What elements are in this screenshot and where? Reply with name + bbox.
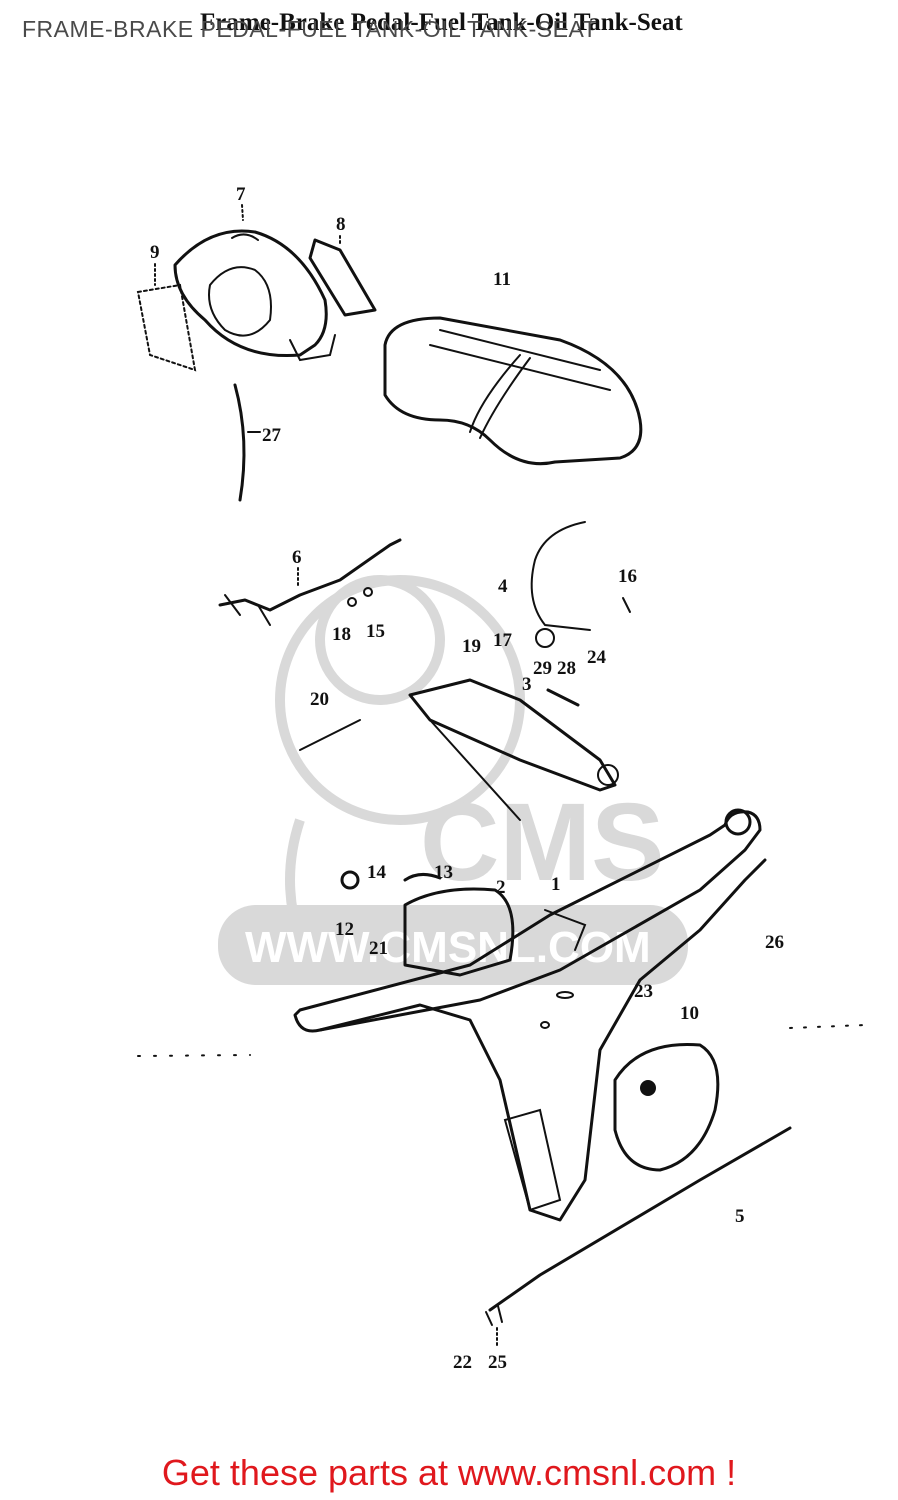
callout-13: 13 — [434, 862, 453, 883]
callout-4: 4 — [498, 576, 508, 597]
watermark-url: WWW.CMSNL.COM — [245, 923, 651, 972]
knee-grip — [308, 238, 377, 317]
leader-lines — [137, 204, 866, 1346]
callout-15: 15 — [366, 621, 385, 642]
callout-labels: 7 8 9 11 27 6 18 15 4 16 19 17 29 28 24 … — [150, 184, 784, 1373]
brake-rod — [488, 1126, 792, 1312]
callout-9: 9 — [150, 242, 160, 263]
callout-12: 12 — [335, 919, 354, 940]
page-title: FRAME-BRAKE PEDAL-FUEL TANK-OIL TANK-SEA… — [22, 16, 598, 42]
callout-26: 26 — [765, 932, 784, 953]
seat — [383, 316, 643, 466]
callout-2: 2 — [496, 877, 506, 898]
callout-25: 25 — [488, 1352, 507, 1373]
rubber-parts — [340, 870, 442, 890]
callout-6: 6 — [292, 547, 302, 568]
callout-11: 11 — [493, 269, 511, 290]
footer-cta-link[interactable]: Get these parts at www.cmsnl.com ! — [161, 1452, 737, 1493]
callout-19: 19 — [462, 636, 481, 657]
callout-5: 5 — [735, 1206, 745, 1227]
scan-title: Frame-Brake Pedal-Fuel Tank-Oil Tank-Sea… — [200, 9, 683, 36]
callout-7: 7 — [236, 184, 246, 205]
tank-emblem — [136, 283, 197, 372]
callout-24: 24 — [587, 647, 607, 668]
callout-3: 3 — [522, 674, 532, 695]
brake-pedal — [218, 538, 402, 626]
callout-17: 17 — [493, 630, 513, 651]
callout-28: 28 — [557, 658, 576, 679]
oil-tank — [613, 1042, 720, 1172]
callout-21: 21 — [369, 938, 388, 959]
callout-14: 14 — [367, 862, 387, 883]
callout-1: 1 — [551, 874, 561, 895]
callout-20: 20 — [310, 689, 329, 710]
swing-arm — [299, 678, 619, 821]
fuel-tank — [173, 229, 336, 362]
callout-23: 23 — [634, 981, 653, 1002]
callout-29: 29 — [533, 658, 552, 679]
main-frame — [293, 808, 767, 1222]
callout-18: 18 — [332, 624, 351, 645]
seat-hook — [233, 383, 246, 502]
callout-27: 27 — [262, 425, 282, 446]
callout-22: 22 — [453, 1352, 472, 1373]
brake-linkage — [530, 521, 631, 707]
callout-10: 10 — [680, 1003, 699, 1024]
callout-8: 8 — [336, 214, 346, 235]
callout-16: 16 — [618, 566, 637, 587]
watermark-logo: CMS — [420, 781, 664, 904]
cms-watermark: CMS WWW.CMSNL.COM — [218, 575, 688, 985]
